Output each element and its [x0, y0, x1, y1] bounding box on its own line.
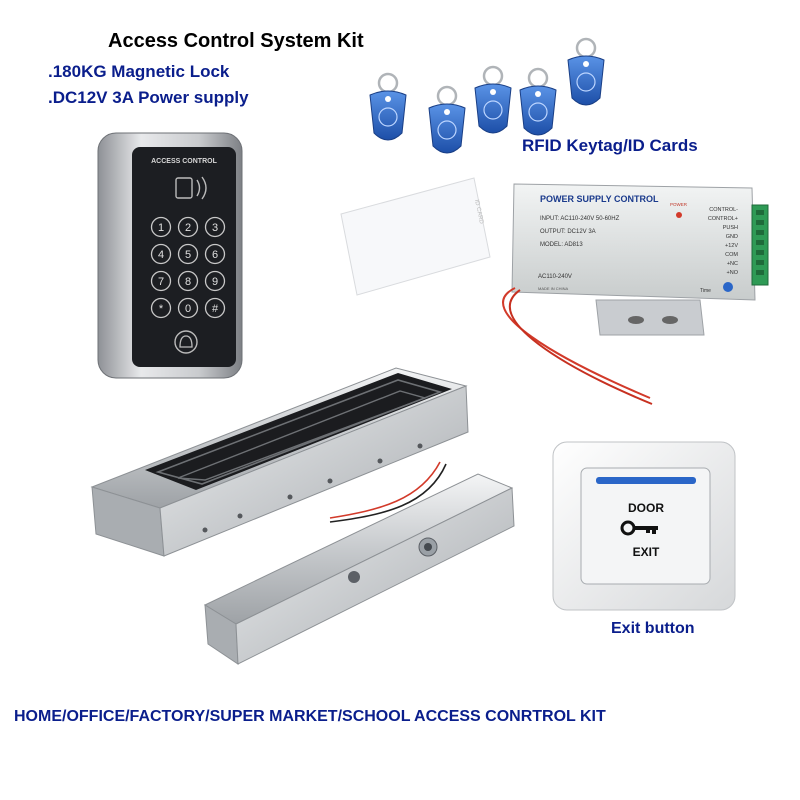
exit-exit-text: EXIT	[633, 545, 660, 559]
keytag	[428, 85, 466, 154]
keypad-key-label: 8	[185, 276, 191, 288]
keypad-key: #	[204, 297, 226, 319]
keypad-key: 1	[150, 216, 172, 238]
exit-indicator-strip	[596, 477, 696, 484]
psu-terminal-label: +NC	[727, 261, 738, 267]
rfid-label: RFID Keytag/ID Cards	[522, 136, 698, 155]
keypad-key: 9	[204, 270, 226, 292]
keypad-key-label: 7	[158, 276, 164, 288]
keypad-key: 5	[177, 243, 199, 265]
rfid-keytags	[369, 37, 605, 154]
keypad-key-label: 1	[158, 222, 164, 234]
keypad-key: 0	[177, 297, 199, 319]
psu-terminal-label: CONTROL-	[709, 207, 738, 213]
psu-terminal-label: GND	[726, 234, 738, 240]
psu-terminal-label: CONTROL+	[708, 216, 738, 222]
footer-caption: HOME/OFFICE/FACTORY/SUPER MARKET/SCHOOL …	[14, 708, 606, 725]
keypad-key-label: 4	[158, 249, 164, 261]
page-title: Access Control System Kit	[108, 30, 364, 52]
feature-power-supply: .DC12V 3A Power supply	[48, 88, 249, 107]
psu-terminal-label: COM	[725, 252, 738, 258]
keypad-key: 8	[177, 270, 199, 292]
keypad-key: 3	[204, 216, 226, 238]
psu-output: OUTPUT: DC12V 3A	[540, 229, 596, 235]
keypad-keys: 1 2 3 4 5 6 7 8 9 * 0 #	[150, 216, 226, 319]
keypad-key-label: 6	[212, 249, 218, 261]
psu-made-in: MADE IN CHINA	[538, 286, 569, 291]
keypad-key: 7	[150, 270, 172, 292]
svg-text:ID CARD: ID CARD	[473, 199, 484, 225]
psu-ac: AC110-240V	[538, 274, 572, 280]
keytag	[567, 37, 605, 106]
keytag	[519, 67, 557, 136]
keypad-key-label: 3	[212, 222, 218, 234]
keypad-reader: ACCESS CONTROL 1 2 3 4 5 6 7 8 9 * 0 #	[97, 132, 243, 379]
psu-terminal-label: +NO	[727, 270, 739, 276]
power-supply-box: POWER SUPPLY CONTROL POWER INPUT: AC110-…	[502, 183, 769, 405]
keypad-brand: ACCESS CONTROL	[151, 158, 217, 165]
keypad-key-label: 5	[185, 249, 191, 261]
power-led	[676, 212, 682, 218]
psu-title: POWER SUPPLY CONTROL	[540, 194, 659, 204]
keytag	[369, 72, 407, 141]
keypad-key-label: *	[159, 303, 164, 315]
doorbell-icon	[174, 330, 198, 354]
card-reader-icon	[175, 176, 207, 200]
psu-model: MODEL: AD813	[540, 242, 583, 248]
exit-door-text: DOOR	[628, 501, 664, 515]
key-icon	[620, 520, 658, 536]
exit-button-plate: DOOR EXIT	[552, 441, 736, 611]
keypad-key-label: #	[212, 303, 219, 315]
psu-terminal-labels: CONTROL- CONTROL+ PUSH GND +12V COM +NC +NO	[708, 207, 739, 276]
feature-magnetic-lock: .180KG Magnetic Lock	[48, 62, 230, 81]
keypad-key: *	[150, 297, 172, 319]
keypad-key-label: 0	[185, 303, 191, 315]
psu-power-label: POWER	[670, 202, 688, 207]
keytag	[474, 65, 512, 134]
keypad-key: 4	[150, 243, 172, 265]
time-knob-icon	[723, 282, 733, 292]
exit-button-label: Exit button	[611, 620, 695, 637]
keypad-key-label: 2	[185, 222, 191, 234]
armature-plate	[203, 473, 515, 665]
keypad-key: 6	[204, 243, 226, 265]
magnetic-lock	[90, 367, 469, 557]
keypad-key: 2	[177, 216, 199, 238]
psu-terminal-label: PUSH	[723, 225, 738, 231]
psu-terminal-label: +12V	[725, 243, 738, 249]
psu-time: Time	[700, 288, 711, 294]
id-card: ID CARD	[340, 177, 491, 296]
psu-input: INPUT: AC110-240V 50-60HZ	[540, 216, 620, 222]
keypad-key-label: 9	[212, 276, 218, 288]
